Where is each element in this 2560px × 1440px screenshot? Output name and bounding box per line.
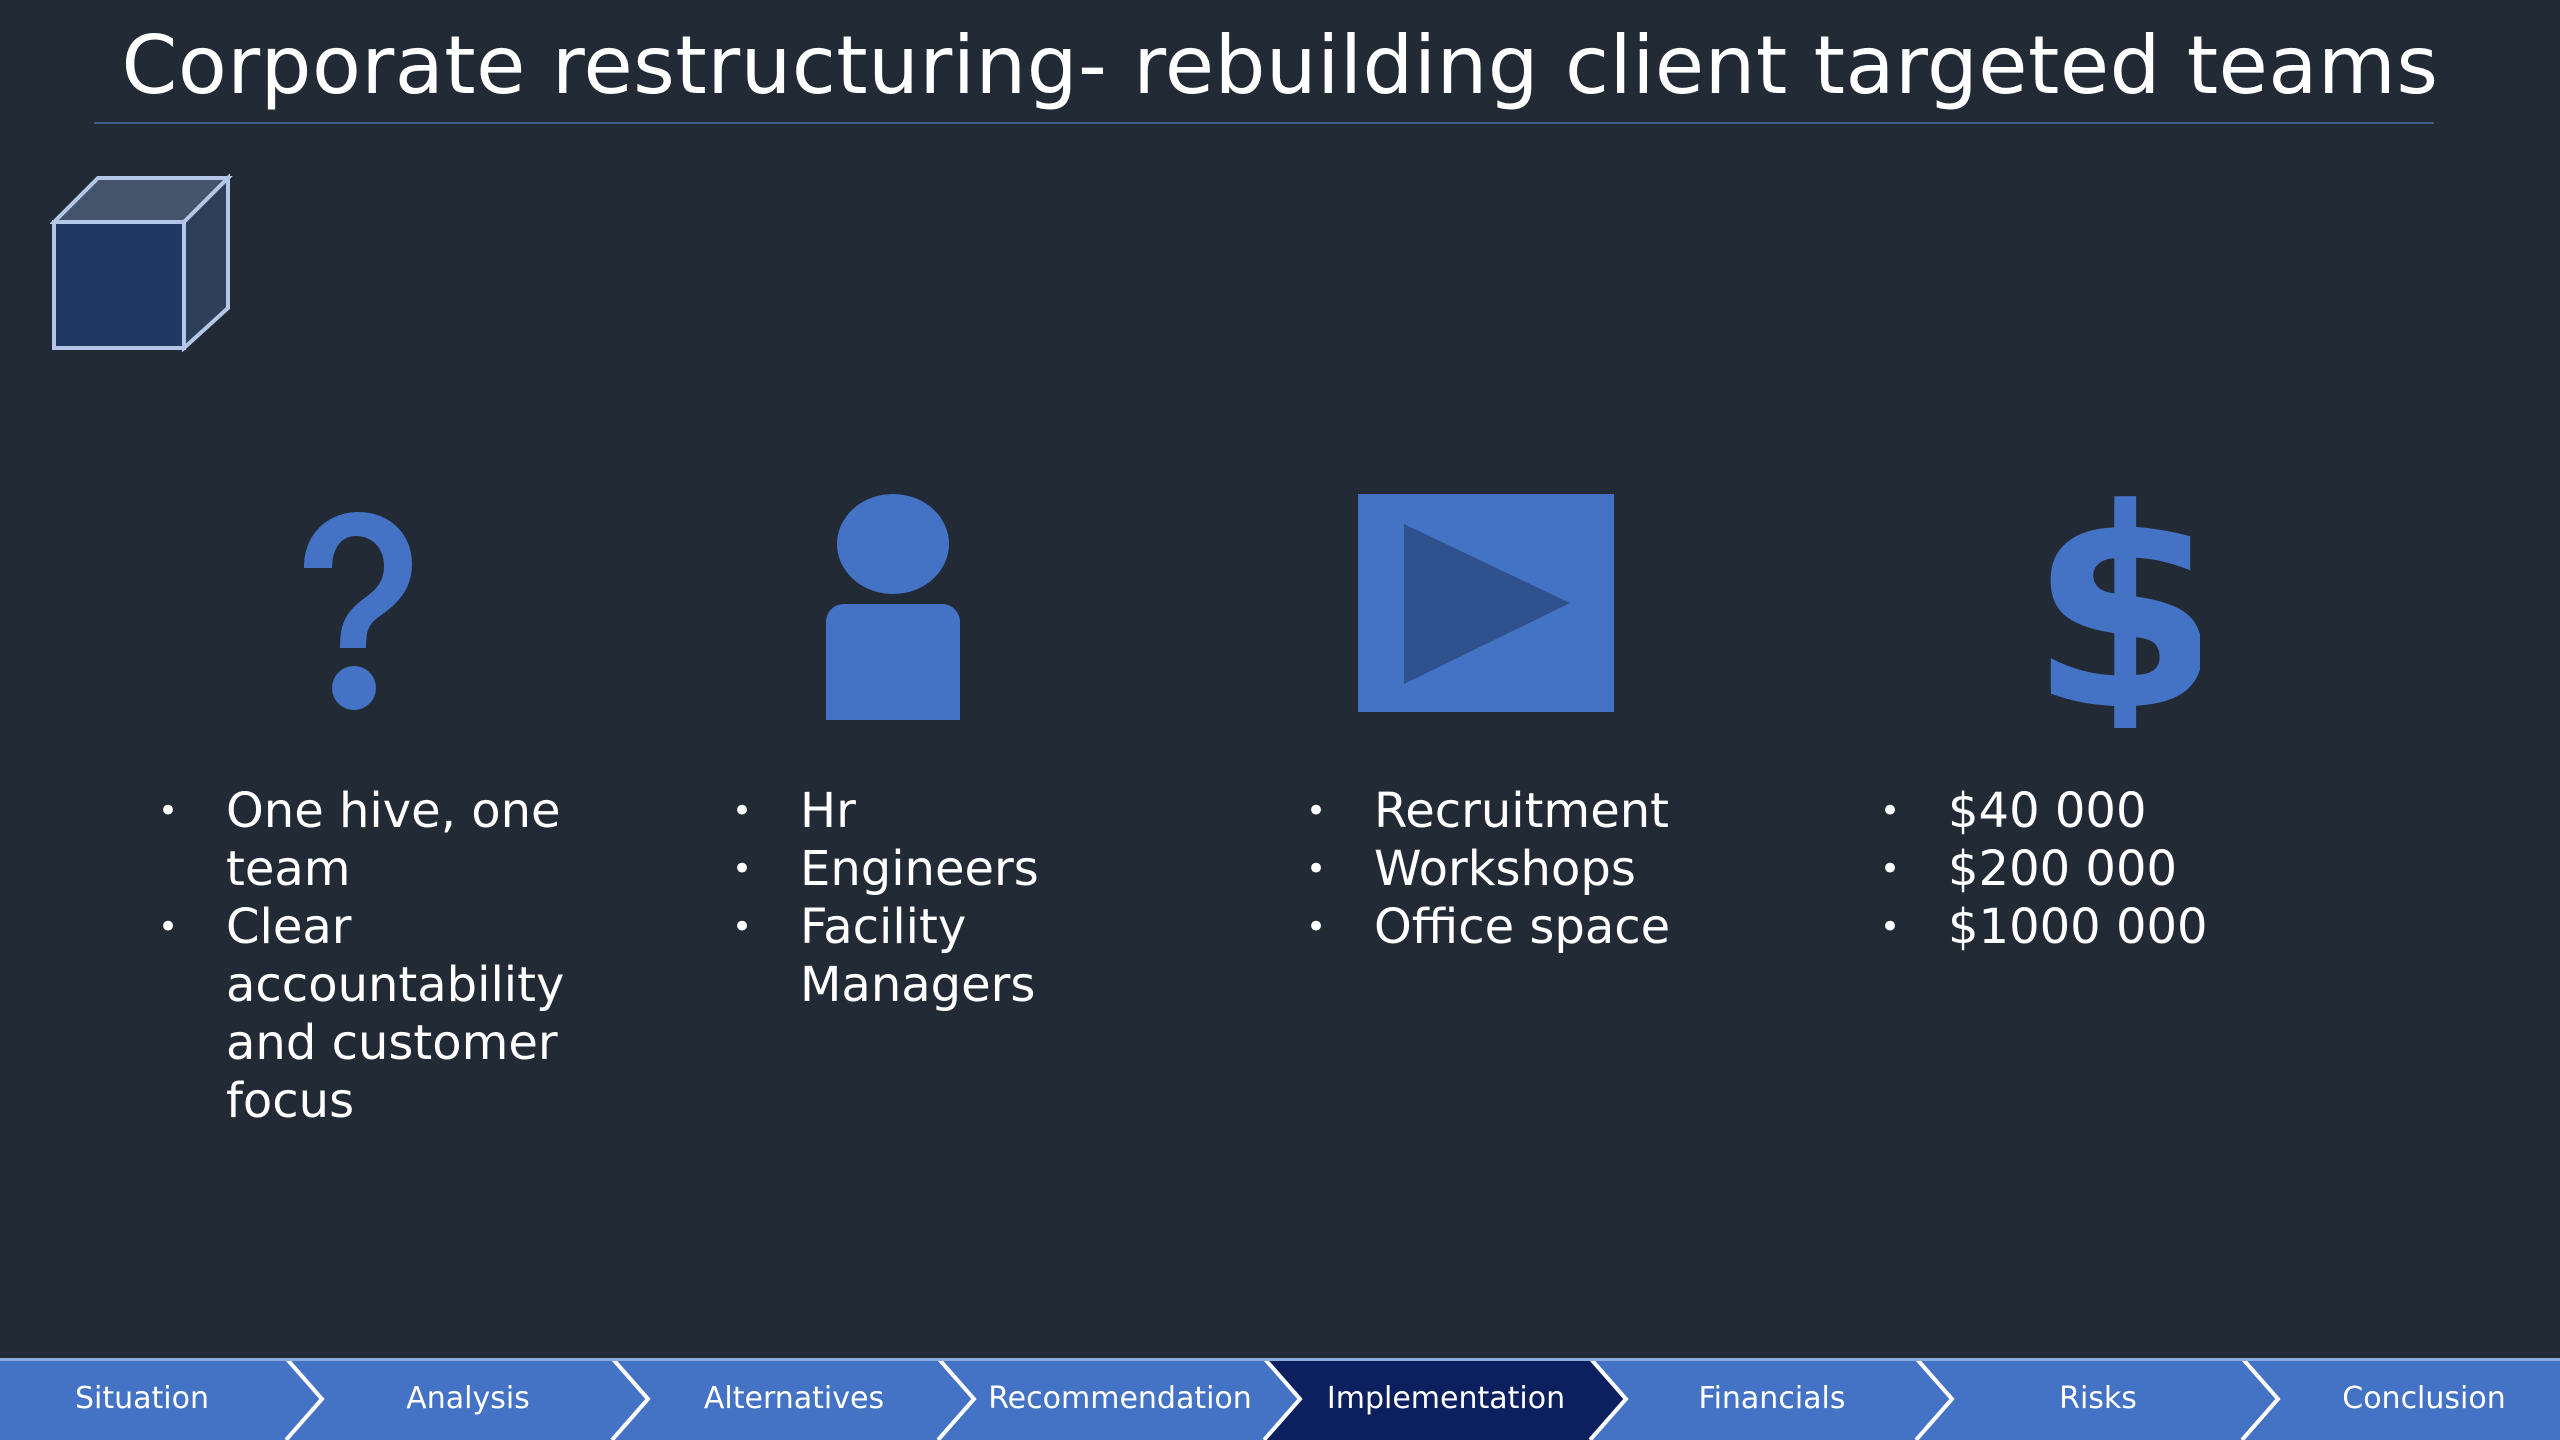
list-item: Office space	[1298, 898, 1818, 956]
list-item: One hive, one team	[150, 782, 610, 898]
list-item: $40 000	[1872, 782, 2392, 840]
question-mark-icon	[304, 512, 412, 710]
column-who: Hr Engineers Facility Managers	[724, 782, 1244, 1014]
nav-tab-financials[interactable]: Financials	[1698, 1381, 1846, 1416]
person-icon	[826, 494, 960, 720]
bullet-list: $40 000 $200 000 $1000 000	[1872, 782, 2392, 956]
list-item: Workshops	[1298, 840, 1818, 898]
list-item: Engineers	[724, 840, 1244, 898]
column-cost: $40 000 $200 000 $1000 000	[1872, 782, 2392, 956]
list-item: Recruitment	[1298, 782, 1818, 840]
bullet-list: One hive, one team Clear accountability …	[150, 782, 610, 1130]
column-how: Recruitment Workshops Office space	[1298, 782, 1818, 956]
list-item: Clear accountability and customer focus	[150, 898, 610, 1130]
cube-icon	[50, 174, 233, 352]
title-underline	[94, 122, 2434, 124]
slide-title: Corporate restructuring- rebuilding clie…	[121, 19, 2439, 112]
nav-tab-analysis[interactable]: Analysis	[406, 1381, 530, 1416]
svg-text:$: $	[2050, 484, 2200, 728]
nav-tab-recommendation[interactable]: Recommendation	[988, 1381, 1252, 1416]
nav-chevrons	[0, 1358, 2560, 1440]
section-navigation: Situation Analysis Alternatives Recommen…	[0, 1358, 2560, 1440]
column-why: One hive, one team Clear accountability …	[150, 782, 610, 1130]
play-icon	[1358, 494, 1614, 712]
nav-tab-conclusion[interactable]: Conclusion	[2342, 1381, 2506, 1416]
nav-tab-implementation[interactable]: Implementation	[1326, 1381, 1566, 1416]
list-item: Hr	[724, 782, 1244, 840]
nav-tab-situation[interactable]: Situation	[74, 1381, 209, 1416]
list-item: $200 000	[1872, 840, 2392, 898]
bullet-list: Recruitment Workshops Office space	[1298, 782, 1818, 956]
list-item: $1000 000	[1872, 898, 2392, 956]
bullet-list: Hr Engineers Facility Managers	[724, 782, 1244, 1014]
list-item: Facility Managers	[724, 898, 1035, 1014]
nav-tab-risks[interactable]: Risks	[2059, 1381, 2137, 1416]
nav-tab-alternatives[interactable]: Alternatives	[703, 1381, 885, 1416]
dollar-icon: $	[2050, 484, 2200, 728]
